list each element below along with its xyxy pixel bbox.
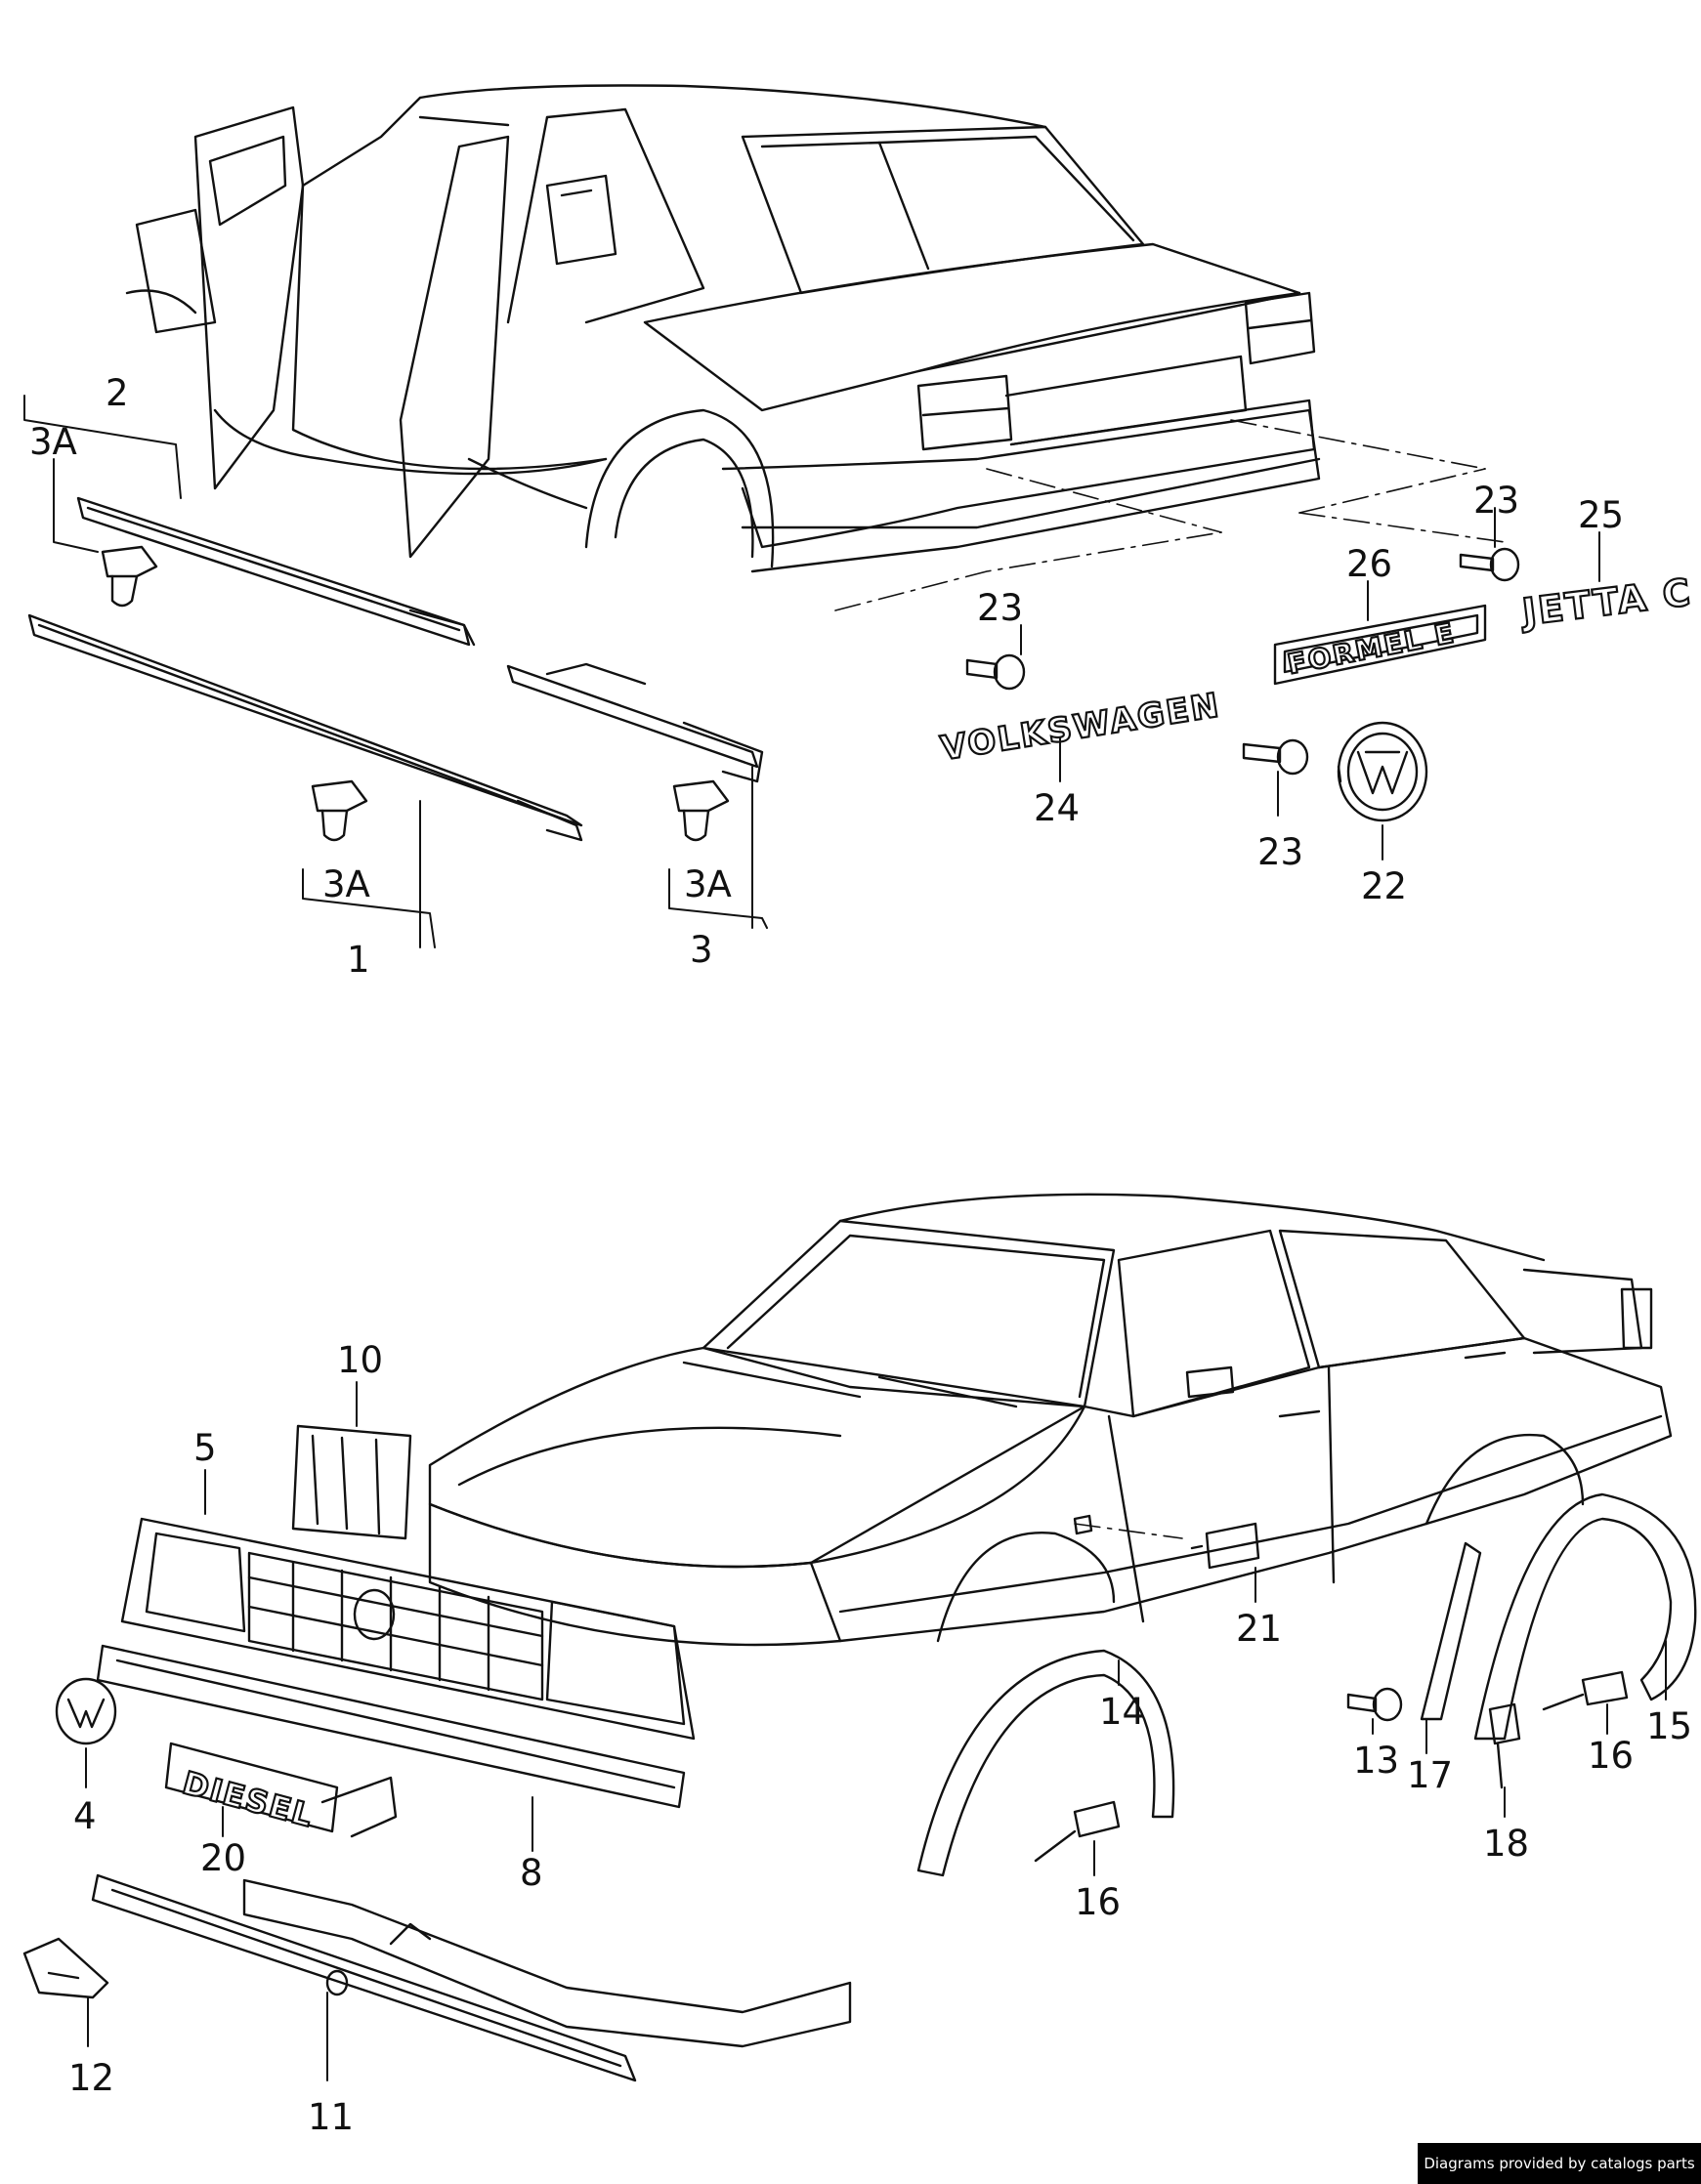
clip-18 xyxy=(1488,1702,1521,1789)
svg-text:VOLKSWAGEN: VOLKSWAGEN xyxy=(938,686,1223,769)
callout-23-c: 23 xyxy=(1257,831,1303,873)
shield-10 xyxy=(291,1424,412,1540)
jetta-c-emblem: JETTA C xyxy=(1516,569,1696,635)
callout-25: 25 xyxy=(1578,494,1624,536)
clip-3a-right xyxy=(672,779,730,842)
car-rear-view xyxy=(125,84,1321,573)
callout-23-b: 23 xyxy=(977,587,1023,629)
callout-14: 14 xyxy=(1099,1691,1145,1733)
leaders-bottom xyxy=(85,1381,1667,2081)
credit-label: Diagrams provided by catalogs parts xyxy=(1418,2143,1701,2184)
callout-17: 17 xyxy=(1407,1754,1453,1796)
svg-text:DIESEL: DIESEL xyxy=(179,1764,319,1834)
callout-16-left: 16 xyxy=(1075,1881,1121,1923)
stud-23-low xyxy=(1242,738,1309,776)
callout-labels: 2 3A 3A 1 3A 3 23 25 26 23 24 23 22 10 5… xyxy=(29,372,1692,2138)
callout-8: 8 xyxy=(520,1852,543,1894)
bracket-17 xyxy=(1420,1541,1482,1721)
sill-trim-2 xyxy=(76,496,476,647)
callout-16-right: 16 xyxy=(1588,1735,1634,1777)
callout-10: 10 xyxy=(337,1339,383,1381)
callout-11: 11 xyxy=(308,2096,354,2138)
vw-rear-badge xyxy=(1337,721,1428,822)
radiator-grille-5 xyxy=(120,1517,696,1741)
volkswagen-emblem: VOLKSWAGEN xyxy=(937,685,1224,770)
callout-12: 12 xyxy=(68,2057,114,2099)
stud-23-mid xyxy=(965,653,1026,691)
callout-20: 20 xyxy=(200,1837,246,1879)
credit-text: Diagrams provided by catalogs parts xyxy=(1424,2155,1695,2172)
vw-front-badge-4 xyxy=(55,1677,117,1745)
spoiler-8 xyxy=(96,1644,686,1809)
svg-text:JETTA C: JETTA C xyxy=(1517,570,1694,634)
callout-21: 21 xyxy=(1236,1608,1282,1650)
callout-3a-mid: 3A xyxy=(322,863,370,905)
callout-1: 1 xyxy=(347,939,370,981)
clip-3a-top xyxy=(101,545,158,608)
rivet-16-left xyxy=(1034,1800,1121,1863)
callout-18: 18 xyxy=(1483,1823,1529,1865)
air-duct xyxy=(242,1878,852,2048)
c-emblem-21 xyxy=(1074,1522,1260,1570)
formel-e-emblem: FORMEL E xyxy=(1273,604,1487,686)
bracket-12 xyxy=(22,1937,109,1999)
arch-flare-14 xyxy=(916,1649,1175,1877)
rivet-16-right xyxy=(1542,1670,1629,1711)
callout-3a-top: 3A xyxy=(29,421,77,463)
callout-3a-right: 3A xyxy=(684,863,732,905)
callout-5: 5 xyxy=(193,1427,217,1469)
arch-flare-15 xyxy=(1473,1492,1697,1741)
stud-13 xyxy=(1346,1687,1403,1722)
sill-trim-3 xyxy=(506,662,764,783)
car-front-view xyxy=(428,1193,1673,1647)
clip-3a-mid xyxy=(311,779,368,842)
callout-13: 13 xyxy=(1353,1740,1399,1782)
callout-3: 3 xyxy=(690,929,713,971)
callout-26: 26 xyxy=(1346,543,1392,585)
stud-23-top xyxy=(1459,547,1520,582)
callout-15: 15 xyxy=(1646,1705,1692,1747)
callout-4: 4 xyxy=(73,1795,97,1837)
bracket-lines-top xyxy=(23,395,768,948)
lower-grille-11 xyxy=(91,1873,637,2082)
sill-trim-1 xyxy=(27,613,583,842)
callout-23-a: 23 xyxy=(1473,480,1519,522)
dash-leaders-top xyxy=(834,419,1506,611)
leaders-emblems xyxy=(1020,507,1600,861)
callout-24: 24 xyxy=(1034,787,1080,829)
diesel-emblem-20: DIESEL xyxy=(164,1742,398,1838)
callout-22: 22 xyxy=(1361,865,1407,907)
callout-2: 2 xyxy=(106,372,129,414)
